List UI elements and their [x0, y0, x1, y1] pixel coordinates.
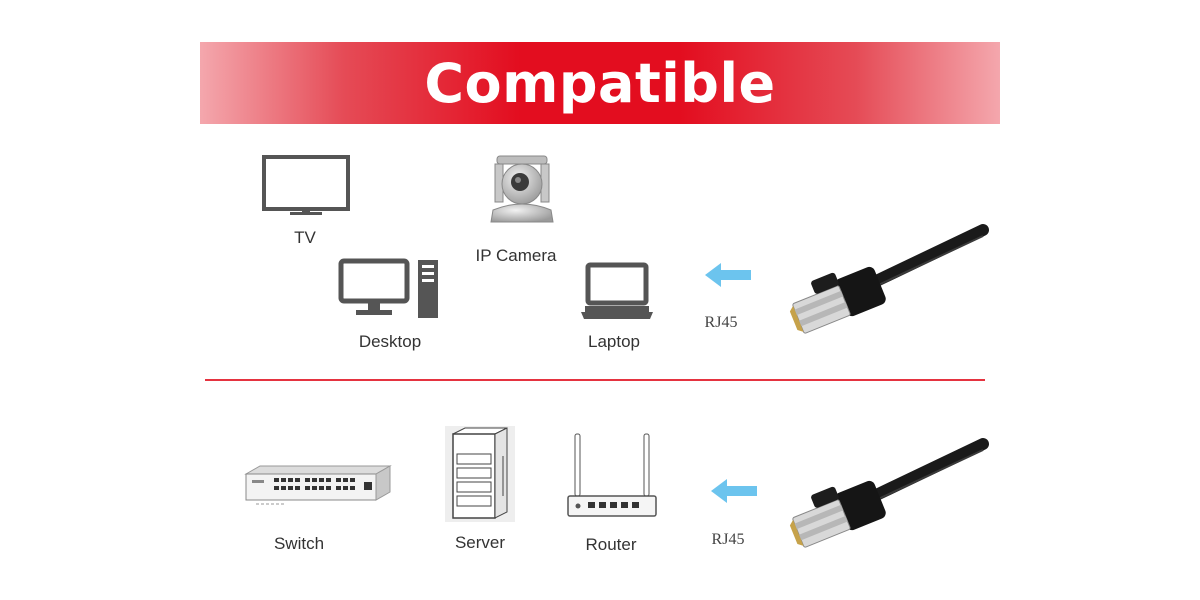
switch-icon [244, 465, 392, 505]
desktop-label: Desktop [358, 332, 422, 351]
section-divider [205, 379, 985, 381]
tv-label: TV [294, 228, 316, 247]
desktop-icon [338, 258, 438, 318]
router-label: Router [585, 535, 637, 554]
laptop-label: Laptop [588, 332, 640, 351]
router-icon [567, 433, 657, 517]
banner-title: Compatible [424, 51, 776, 115]
tv-icon [262, 155, 350, 215]
ip-camera-icon [490, 155, 554, 223]
ip-camera-label: IP Camera [475, 246, 557, 265]
rj45-label: RJ45 [704, 314, 738, 331]
rj45-cable-icon [789, 438, 989, 548]
arrow-left-icon [705, 263, 751, 287]
server-label: Server [454, 533, 506, 552]
switch-label: Switch [273, 534, 325, 553]
compatible-banner: Compatible [200, 42, 1000, 124]
arrow-left-icon [711, 479, 757, 503]
server-icon [445, 426, 515, 522]
laptop-icon [581, 262, 653, 319]
rj45-cable-icon [789, 224, 989, 334]
rj45-label: RJ45 [711, 531, 745, 548]
